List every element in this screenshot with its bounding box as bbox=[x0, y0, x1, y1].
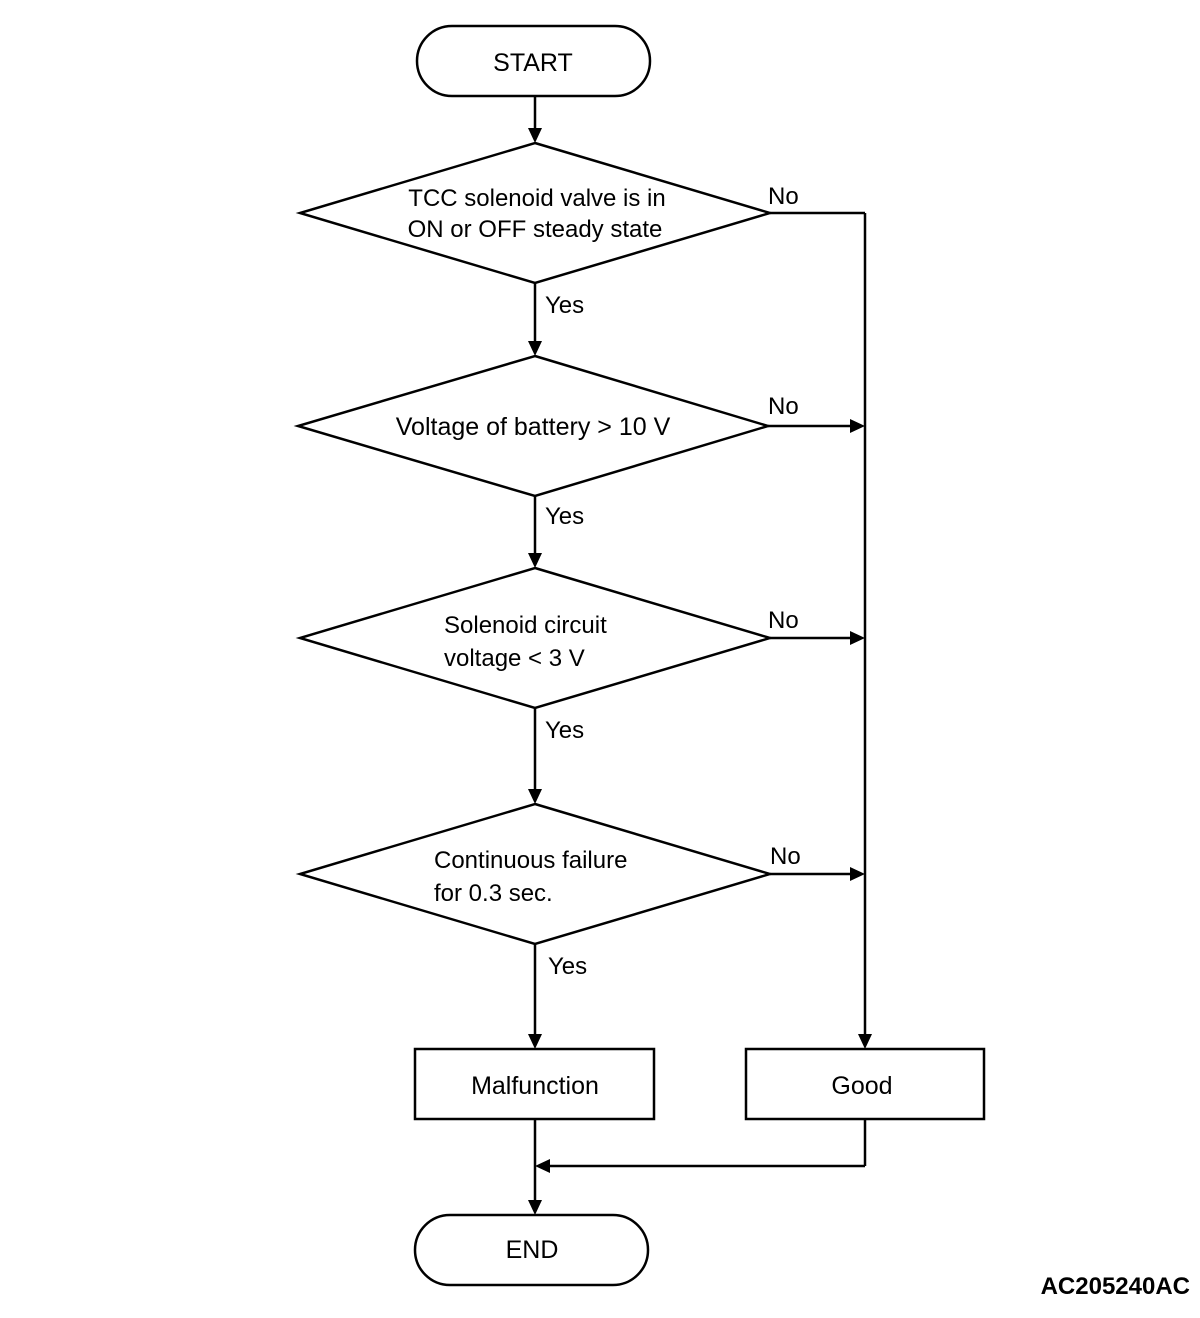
end-label: END bbox=[506, 1236, 559, 1264]
start-label: START bbox=[493, 49, 573, 77]
decision-3-line-2: voltage < 3 V bbox=[444, 645, 585, 672]
figure-reference: AC205240AC bbox=[1041, 1273, 1190, 1300]
connector-d4-malfunction bbox=[528, 944, 542, 1049]
decision-1-line-2: ON or OFF steady state bbox=[408, 216, 663, 243]
decision-1-no-label: No bbox=[768, 183, 799, 210]
decision-3-yes-label: Yes bbox=[545, 717, 584, 744]
decision-1-yes-label: Yes bbox=[545, 292, 584, 319]
no-path-trunk bbox=[770, 211, 872, 1049]
connector-d1-d2 bbox=[528, 283, 542, 356]
start-node: START bbox=[415, 24, 652, 98]
decision-4-no-label: No bbox=[770, 843, 801, 870]
decision-2: Voltage of battery > 10 V bbox=[293, 354, 773, 498]
decision-2-yes-label: Yes bbox=[545, 503, 584, 530]
no-path-d3 bbox=[770, 631, 865, 645]
connector-d2-d3 bbox=[528, 496, 542, 568]
good-label: Good bbox=[831, 1072, 892, 1100]
decision-2-line-1: Voltage of battery > 10 V bbox=[396, 413, 671, 441]
decision-3-line-1: Solenoid circuit bbox=[444, 612, 607, 639]
decision-4-yes-label: Yes bbox=[548, 953, 587, 980]
connector-d3-d4 bbox=[528, 708, 542, 804]
connector-start-d1 bbox=[528, 96, 542, 143]
decision-2-no-label: No bbox=[768, 393, 799, 420]
decision-4: Continuous failure for 0.3 sec. bbox=[295, 802, 775, 946]
no-path-d4 bbox=[770, 867, 865, 881]
decision-1-line-1: TCC solenoid valve is in bbox=[408, 185, 665, 212]
malfunction-box: Malfunction bbox=[413, 1047, 656, 1121]
connector-to-end bbox=[528, 1119, 867, 1215]
decision-4-line-1: Continuous failure bbox=[434, 847, 627, 874]
no-path-d2 bbox=[768, 419, 865, 433]
decision-4-line-2: for 0.3 sec. bbox=[434, 880, 553, 907]
good-box: Good bbox=[744, 1047, 986, 1121]
decision-1: TCC solenoid valve is in ON or OFF stead… bbox=[295, 141, 775, 285]
decision-3-no-label: No bbox=[768, 607, 799, 634]
malfunction-label: Malfunction bbox=[471, 1072, 599, 1100]
end-node: END bbox=[413, 1213, 650, 1287]
decision-3: Solenoid circuit voltage < 3 V bbox=[295, 566, 775, 710]
